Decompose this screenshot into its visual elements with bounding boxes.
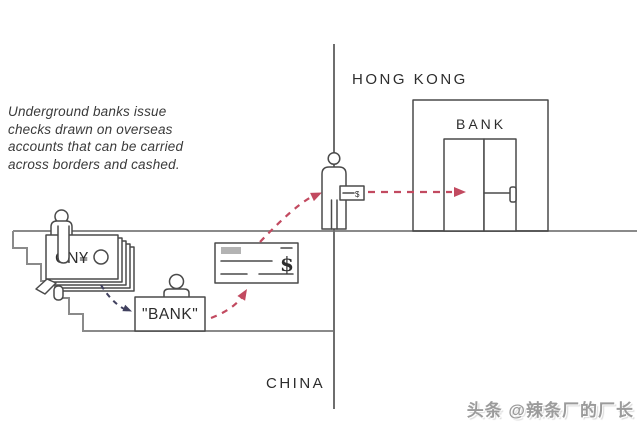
underground-bank-label: "BANK" [142,306,198,323]
bank-building-label: BANK [456,116,506,132]
arrowhead-blue [122,304,132,312]
watermark: 头条 @辣条厂的厂长 [466,401,634,420]
courier-head [168,273,185,290]
border-person-head [327,151,341,166]
china-label: CHINA [266,375,325,392]
arrow-check-to-bank [368,187,466,197]
underground-bank-sign [134,296,206,332]
underground-bank-courier: "BANK" [134,273,206,332]
money-person-leg [53,285,64,301]
arrow-underground-bank-to-check [210,289,247,320]
border-person: $ [321,151,365,230]
arrow-check-to-courier [259,192,322,243]
check-outline [214,242,299,284]
annotation-line: across borders and cashed. [8,156,180,172]
banknote-seal-icon [93,249,109,265]
check: $ [214,242,299,284]
courier-shoulders [163,288,190,298]
bank-building: BANK [412,99,549,232]
arrowhead-right [454,187,466,197]
hong-kong-label: HONG KONG [352,71,468,88]
door-handle-icon [509,186,517,203]
annotation-line: checks drawn on overseas [8,121,173,137]
bank-door-left [443,138,485,232]
hand-check-dollar-sign: $ [355,190,360,199]
check-address-block [221,247,241,254]
annotation-text: Underground banks issue checks drawn on … [8,103,218,173]
border-person-body [321,166,347,230]
arrow-money-to-underground-bank [100,284,132,312]
money-person-arm [57,225,70,264]
annotation-line: accounts that can be carried [8,139,184,154]
arrowhead-up [237,289,247,301]
bank-door-right [483,138,517,232]
arrowhead-upright [310,192,322,202]
annotation-line: Underground banks issue [8,104,167,119]
money-stack: CN¥ [35,225,135,301]
banknote-fanned-corner [35,278,57,295]
check-dollar-sign: $ [280,252,294,276]
money-person [50,209,73,237]
